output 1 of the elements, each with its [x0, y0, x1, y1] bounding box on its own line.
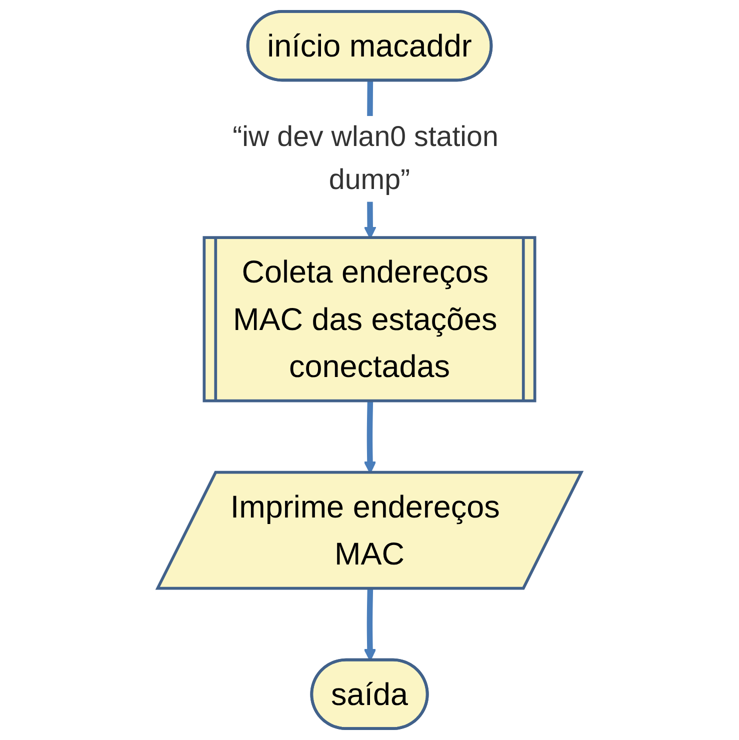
edge-label: “iw dev wlan0 station dump”: [232, 122, 498, 196]
